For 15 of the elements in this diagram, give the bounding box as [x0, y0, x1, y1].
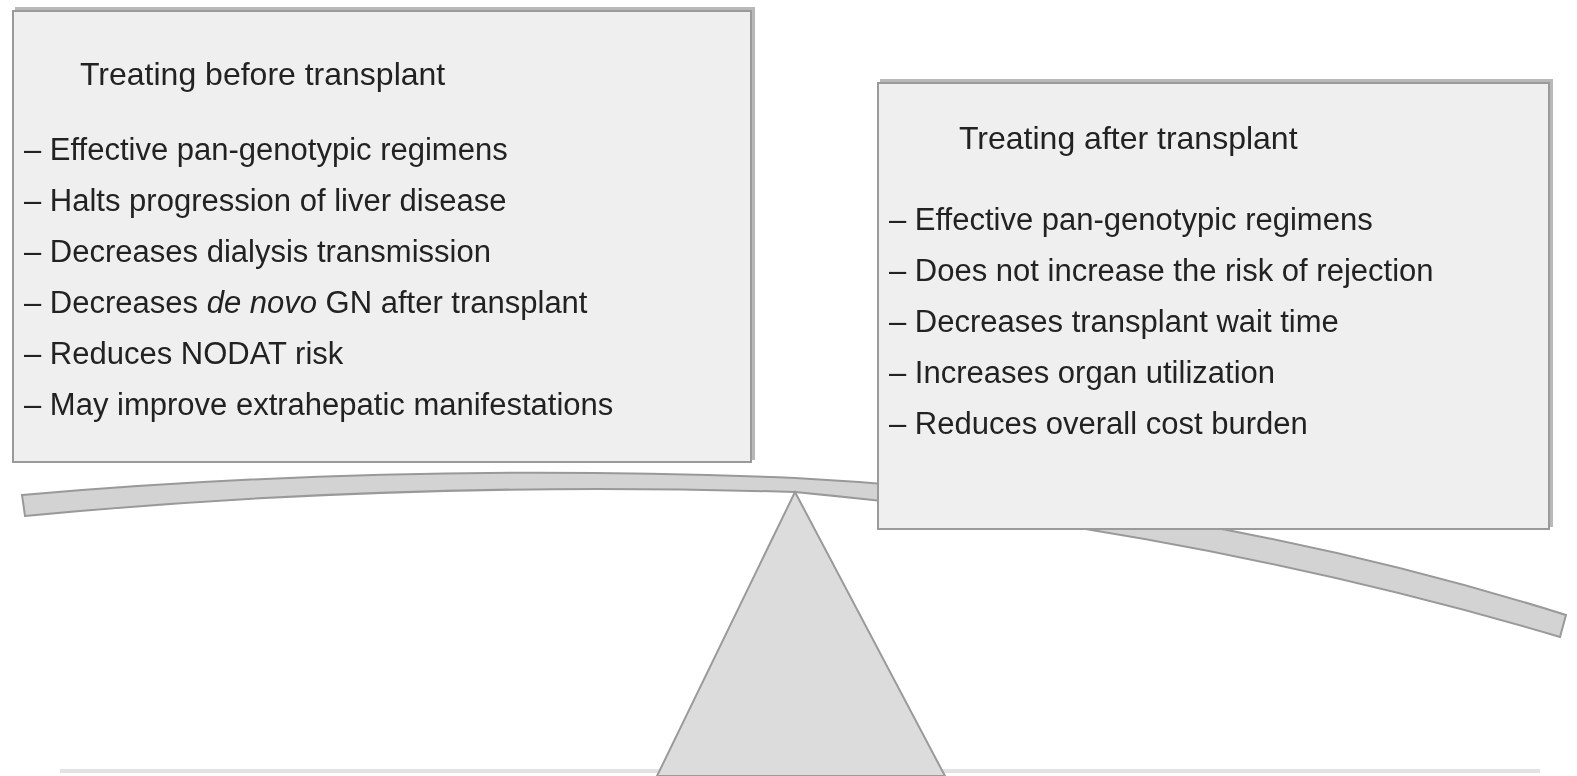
bullet-text: – May improve extrahepatic manifestations: [24, 386, 615, 424]
bullet-text: – Reduces NODAT risk: [24, 335, 345, 373]
bullet-text: – Increases organ utilization: [889, 354, 1276, 392]
card-heading: Treating before transplant: [80, 56, 446, 93]
bullet-text: – Effective pan-genotypic regimens: [889, 201, 1374, 239]
text-card: [12, 10, 752, 463]
text-card: [877, 82, 1550, 530]
card-heading: Treating after transplant: [959, 120, 1298, 157]
bullet-text: – Does not increase the risk of rejection: [889, 252, 1435, 290]
bullet-text: – Decreases transplant wait time: [889, 303, 1340, 341]
bullet-text: – Effective pan-genotypic regimens: [24, 131, 509, 169]
bullet-text: – Decreases dialysis transmission: [24, 233, 492, 271]
bullet-text: – Reduces overall cost burden: [889, 405, 1309, 443]
bullet-text: – Decreases de novo GN after transplant: [24, 284, 589, 322]
bullet-text: – Halts progression of liver disease: [24, 182, 508, 220]
